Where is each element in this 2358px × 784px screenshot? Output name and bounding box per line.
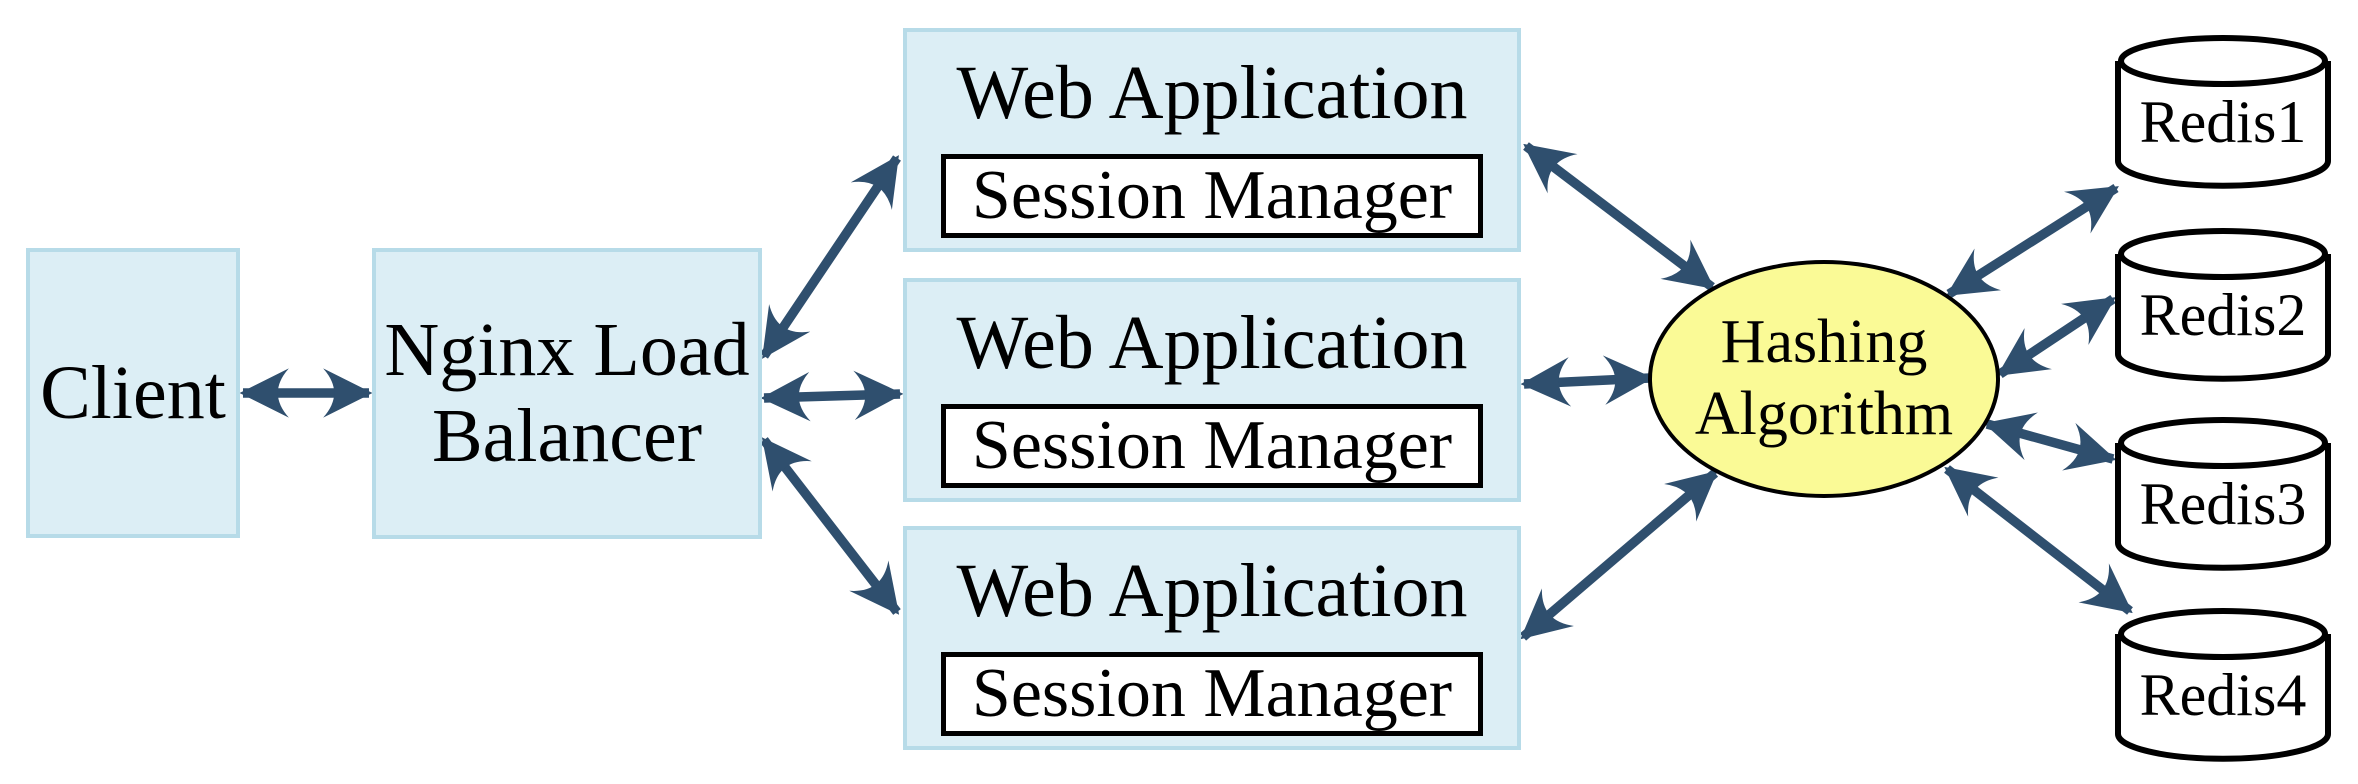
- redis1-label: Redis1: [2139, 89, 2307, 156]
- session-manager-label: Session Manager: [971, 407, 1453, 484]
- arrow-webapp2-hashing: [1520, 355, 1654, 407]
- load-balancer-label-line1: Nginx Load: [384, 308, 750, 393]
- redis3-node: Redis3: [2114, 415, 2332, 572]
- database-cylinder-icon: [2115, 35, 2331, 189]
- database-cylinder-icon: [2115, 417, 2331, 571]
- redis2-label: Redis2: [2139, 282, 2307, 349]
- client-label: Client: [40, 350, 226, 435]
- web-application-title: Web Application: [956, 50, 1468, 135]
- web-application-title: Web Application: [956, 548, 1468, 633]
- web-application-node-3: Web Application Session Manager: [903, 526, 1521, 750]
- database-cylinder-icon: [2115, 228, 2331, 382]
- session-manager-box: Session Manager: [941, 154, 1483, 238]
- arrow-hashing-redis4: [1944, 465, 2133, 615]
- client-node: Client: [26, 248, 240, 538]
- arrow-hashing-redis1: [1946, 183, 2119, 299]
- session-manager-label: Session Manager: [971, 655, 1453, 732]
- arrow-loadbalancer-webapp2: [760, 370, 904, 422]
- hashing-label-line2: Algorithm: [1694, 380, 1954, 448]
- session-manager-box: Session Manager: [941, 652, 1483, 736]
- arrow-hashing-redis2: [1997, 295, 2116, 378]
- web-application-node-2: Web Application Session Manager: [903, 278, 1521, 502]
- database-cylinder-icon: [2115, 608, 2331, 762]
- arrow-webapp3-hashing: [1519, 469, 1719, 641]
- nginx-load-balancer-node: Nginx Load Balancer: [372, 248, 762, 539]
- arrow-loadbalancer-webapp3: [760, 437, 901, 615]
- hashing-algorithm-node: Hashing Algorithm: [1648, 260, 2000, 498]
- web-application-title: Web Application: [956, 300, 1468, 385]
- hashing-label-line1: Hashing: [1720, 308, 1928, 377]
- session-manager-box: Session Manager: [941, 404, 1483, 488]
- redis4-label: Redis4: [2139, 662, 2307, 729]
- session-manager-label: Session Manager: [971, 157, 1453, 234]
- load-balancer-label-line2: Balancer: [431, 393, 703, 478]
- web-application-node-1: Web Application Session Manager: [903, 28, 1521, 252]
- arrow-webapp1-hashing: [1523, 142, 1715, 291]
- redis1-node: Redis1: [2114, 33, 2332, 190]
- arrow-hashing-redis3: [1983, 412, 2117, 471]
- redis3-label: Redis3: [2139, 471, 2307, 538]
- arrow-loadbalancer-webapp1: [760, 155, 901, 359]
- redis4-node: Redis4: [2114, 606, 2332, 763]
- redis2-node: Redis2: [2114, 226, 2332, 383]
